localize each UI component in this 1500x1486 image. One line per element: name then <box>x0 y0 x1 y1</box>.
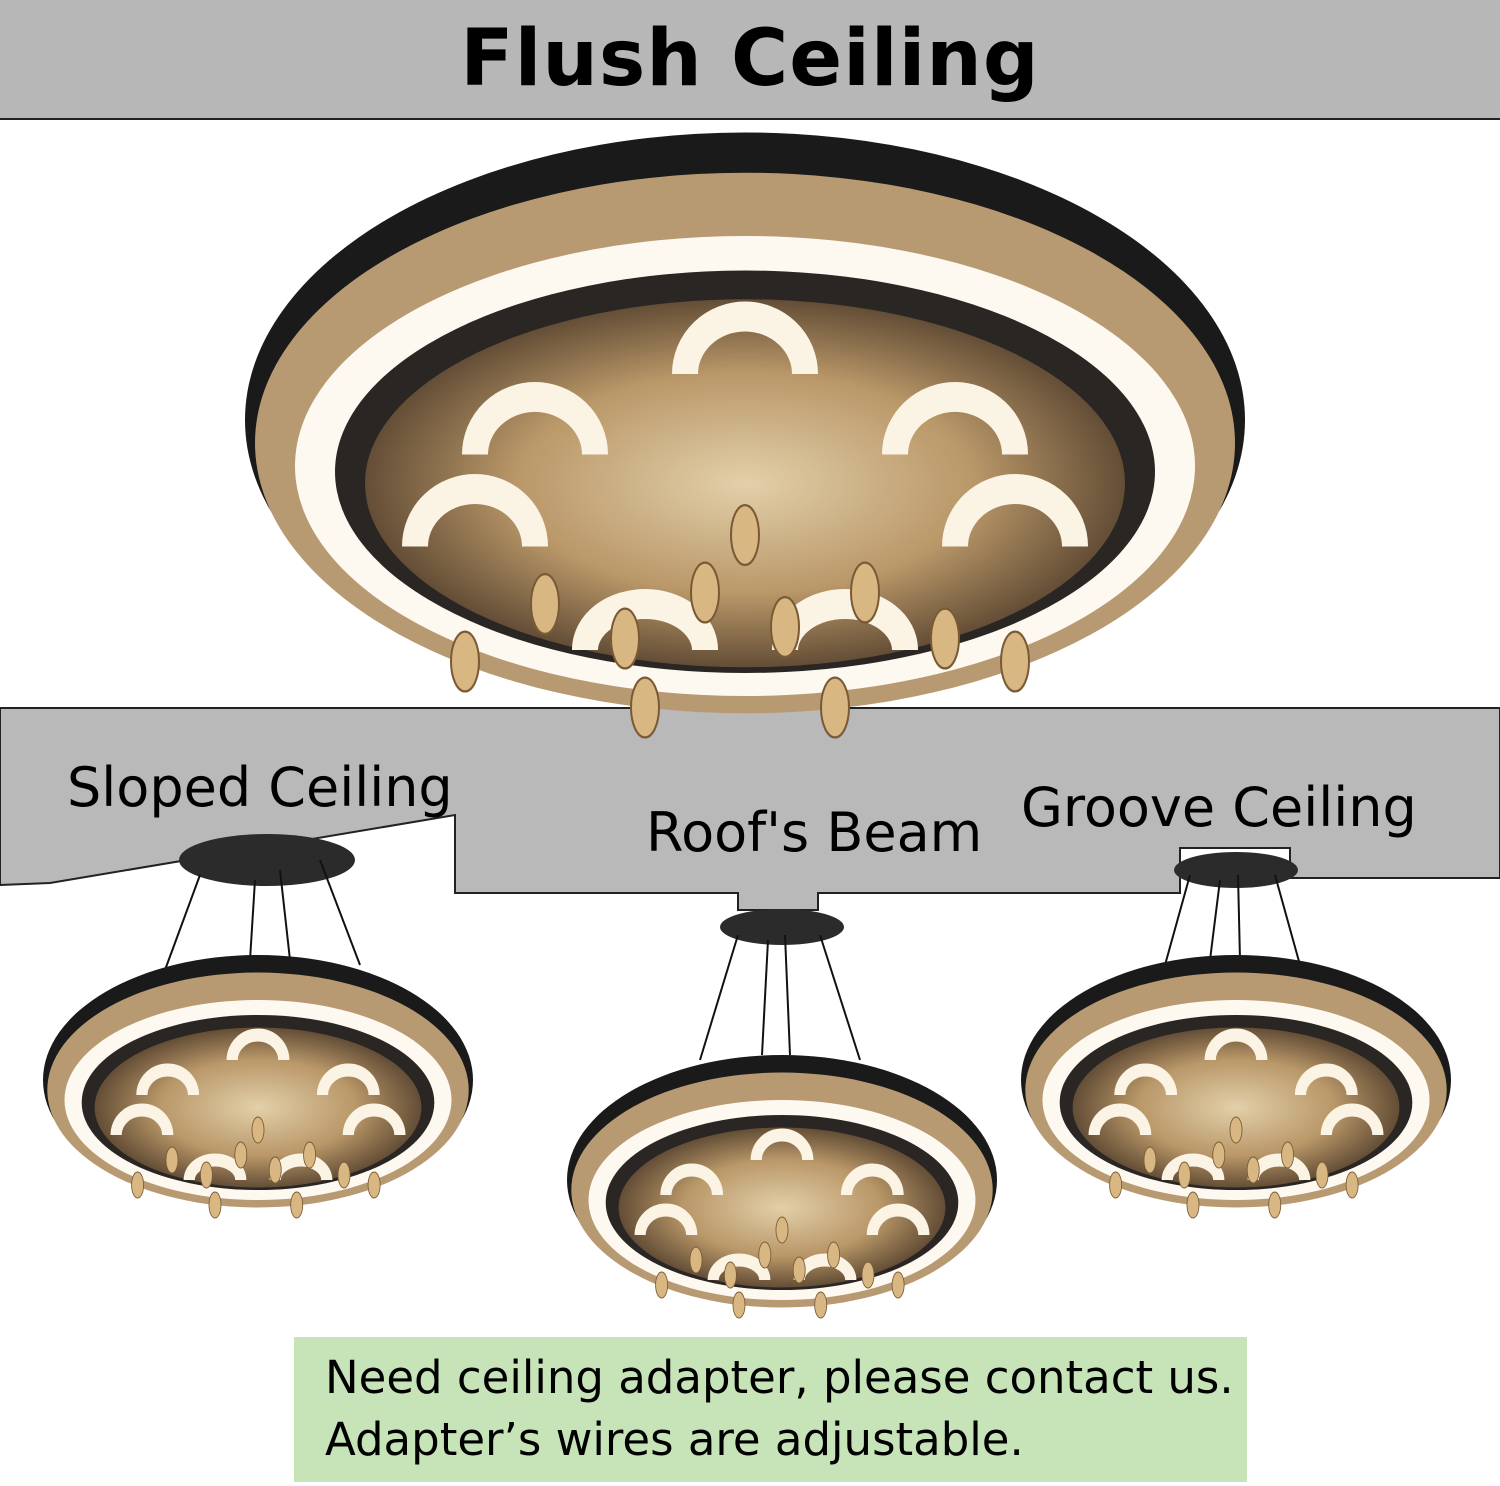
label-roofs-beam: Roof's Beam <box>646 801 983 864</box>
label-groove-ceiling: Groove Ceiling <box>1021 776 1417 839</box>
note-line-2: Adapter’s wires are adjustable. <box>325 1413 1024 1466</box>
label-sloped-ceiling: Sloped Ceiling <box>67 756 453 819</box>
page-title: Flush Ceiling <box>460 14 1040 104</box>
note-line-1: Need ceiling adapter, please contact us. <box>325 1351 1234 1404</box>
groove-ceiling-chandelier <box>1021 852 1451 1218</box>
flush-mount-chandelier <box>245 133 1245 738</box>
sloped-ceiling-chandelier <box>43 834 473 1218</box>
title-banner: Flush Ceiling <box>0 0 1500 120</box>
roofs-beam-chandelier <box>567 909 997 1318</box>
adapter-note: Need ceiling adapter, please contact us.… <box>294 1337 1247 1482</box>
